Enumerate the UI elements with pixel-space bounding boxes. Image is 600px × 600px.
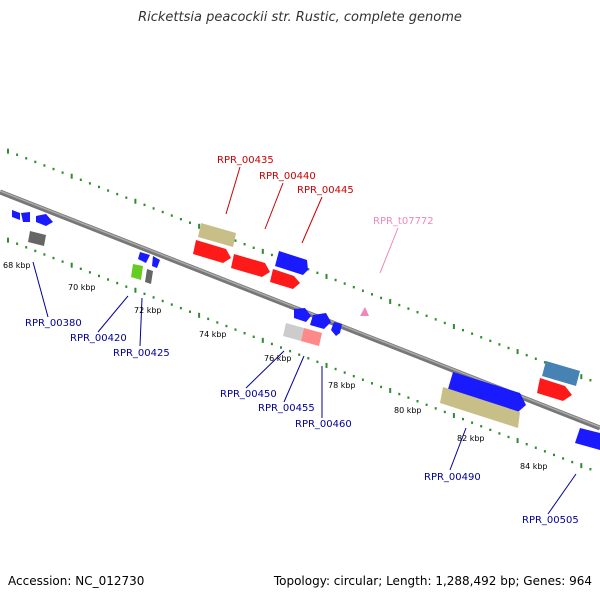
gene-box[interactable] [28,231,46,246]
leader-lines [32,166,577,515]
gene-group-82kbp [440,361,600,450]
genome-summary: Topology: circular; Length: 1,288,492 bp… [273,574,592,588]
gene-group-upper [193,223,369,316]
gene-label[interactable]: RPR_00460 [295,419,352,430]
gene-arrow[interactable] [331,322,342,336]
gene-group-left [12,210,53,246]
lower-tick-track [7,237,592,471]
gene-arrow[interactable] [138,252,150,263]
gene-red[interactable] [193,240,231,263]
gene-label[interactable]: RPR_00425 [113,348,170,359]
accession-text: Accession: NC_012730 [8,574,145,588]
gene-box-silver[interactable] [283,323,304,341]
scale-labels: 68 kbp 70 kbp 72 kbp 74 kbp 76 kbp 78 kb… [3,261,548,471]
gene-box-gray[interactable] [145,269,153,284]
gene-label[interactable]: RPR_00420 [70,333,127,344]
gene-red[interactable] [231,254,270,277]
gene-arrow[interactable] [21,212,30,222]
scale-label: 68 kbp [3,261,31,270]
gene-box-pink[interactable] [301,328,322,346]
gene-red[interactable] [537,378,572,401]
scale-label: 80 kbp [394,406,422,415]
gene-box-green[interactable] [131,264,143,280]
scale-label: 84 kbp [520,462,548,471]
gene-label[interactable]: RPR_00435 [217,155,274,166]
gene-blue[interactable] [575,428,600,450]
gene-arrow[interactable] [294,308,311,322]
map-title: Rickettsia peacockii str. Rustic, comple… [138,10,462,25]
scale-label: 82 kbp [457,434,485,443]
gene-arrow[interactable] [152,256,160,268]
gene-blue-long[interactable] [448,372,526,412]
gene-labels: RPR_00435 RPR_00440 RPR_00445 RPR_t07772… [25,155,579,526]
gene-group-72kbp [131,252,160,284]
scale-label: 72 kbp [134,306,162,315]
gene-blue[interactable] [275,251,308,275]
gene-steelblue[interactable] [542,361,580,386]
gene-olive[interactable] [198,223,236,247]
gene-group-76kbp [283,308,342,346]
upper-tick-track [7,148,592,382]
gene-arrow[interactable] [12,210,20,220]
gene-label[interactable]: RPR_00455 [258,403,315,414]
gene-arrow[interactable] [310,313,331,329]
gene-arrow[interactable] [36,214,53,226]
gene-label[interactable]: RPR_00440 [259,171,316,182]
gene-label[interactable]: RPR_00505 [522,515,579,526]
gene-label[interactable]: RPR_00450 [220,389,277,400]
gene-label[interactable]: RPR_00490 [424,472,481,483]
gene-red[interactable] [270,269,300,289]
gene-label[interactable]: RPR_00380 [25,318,82,329]
scale-label: 76 kbp [264,354,292,363]
gene-label[interactable]: RPR_00445 [297,185,354,196]
scale-label: 74 kbp [199,330,227,339]
scale-label: 70 kbp [68,283,96,292]
scale-label: 78 kbp [328,381,356,390]
trna-marker[interactable] [360,307,369,316]
gene-label[interactable]: RPR_t07772 [373,216,434,227]
gene-olive-long[interactable] [440,387,520,428]
